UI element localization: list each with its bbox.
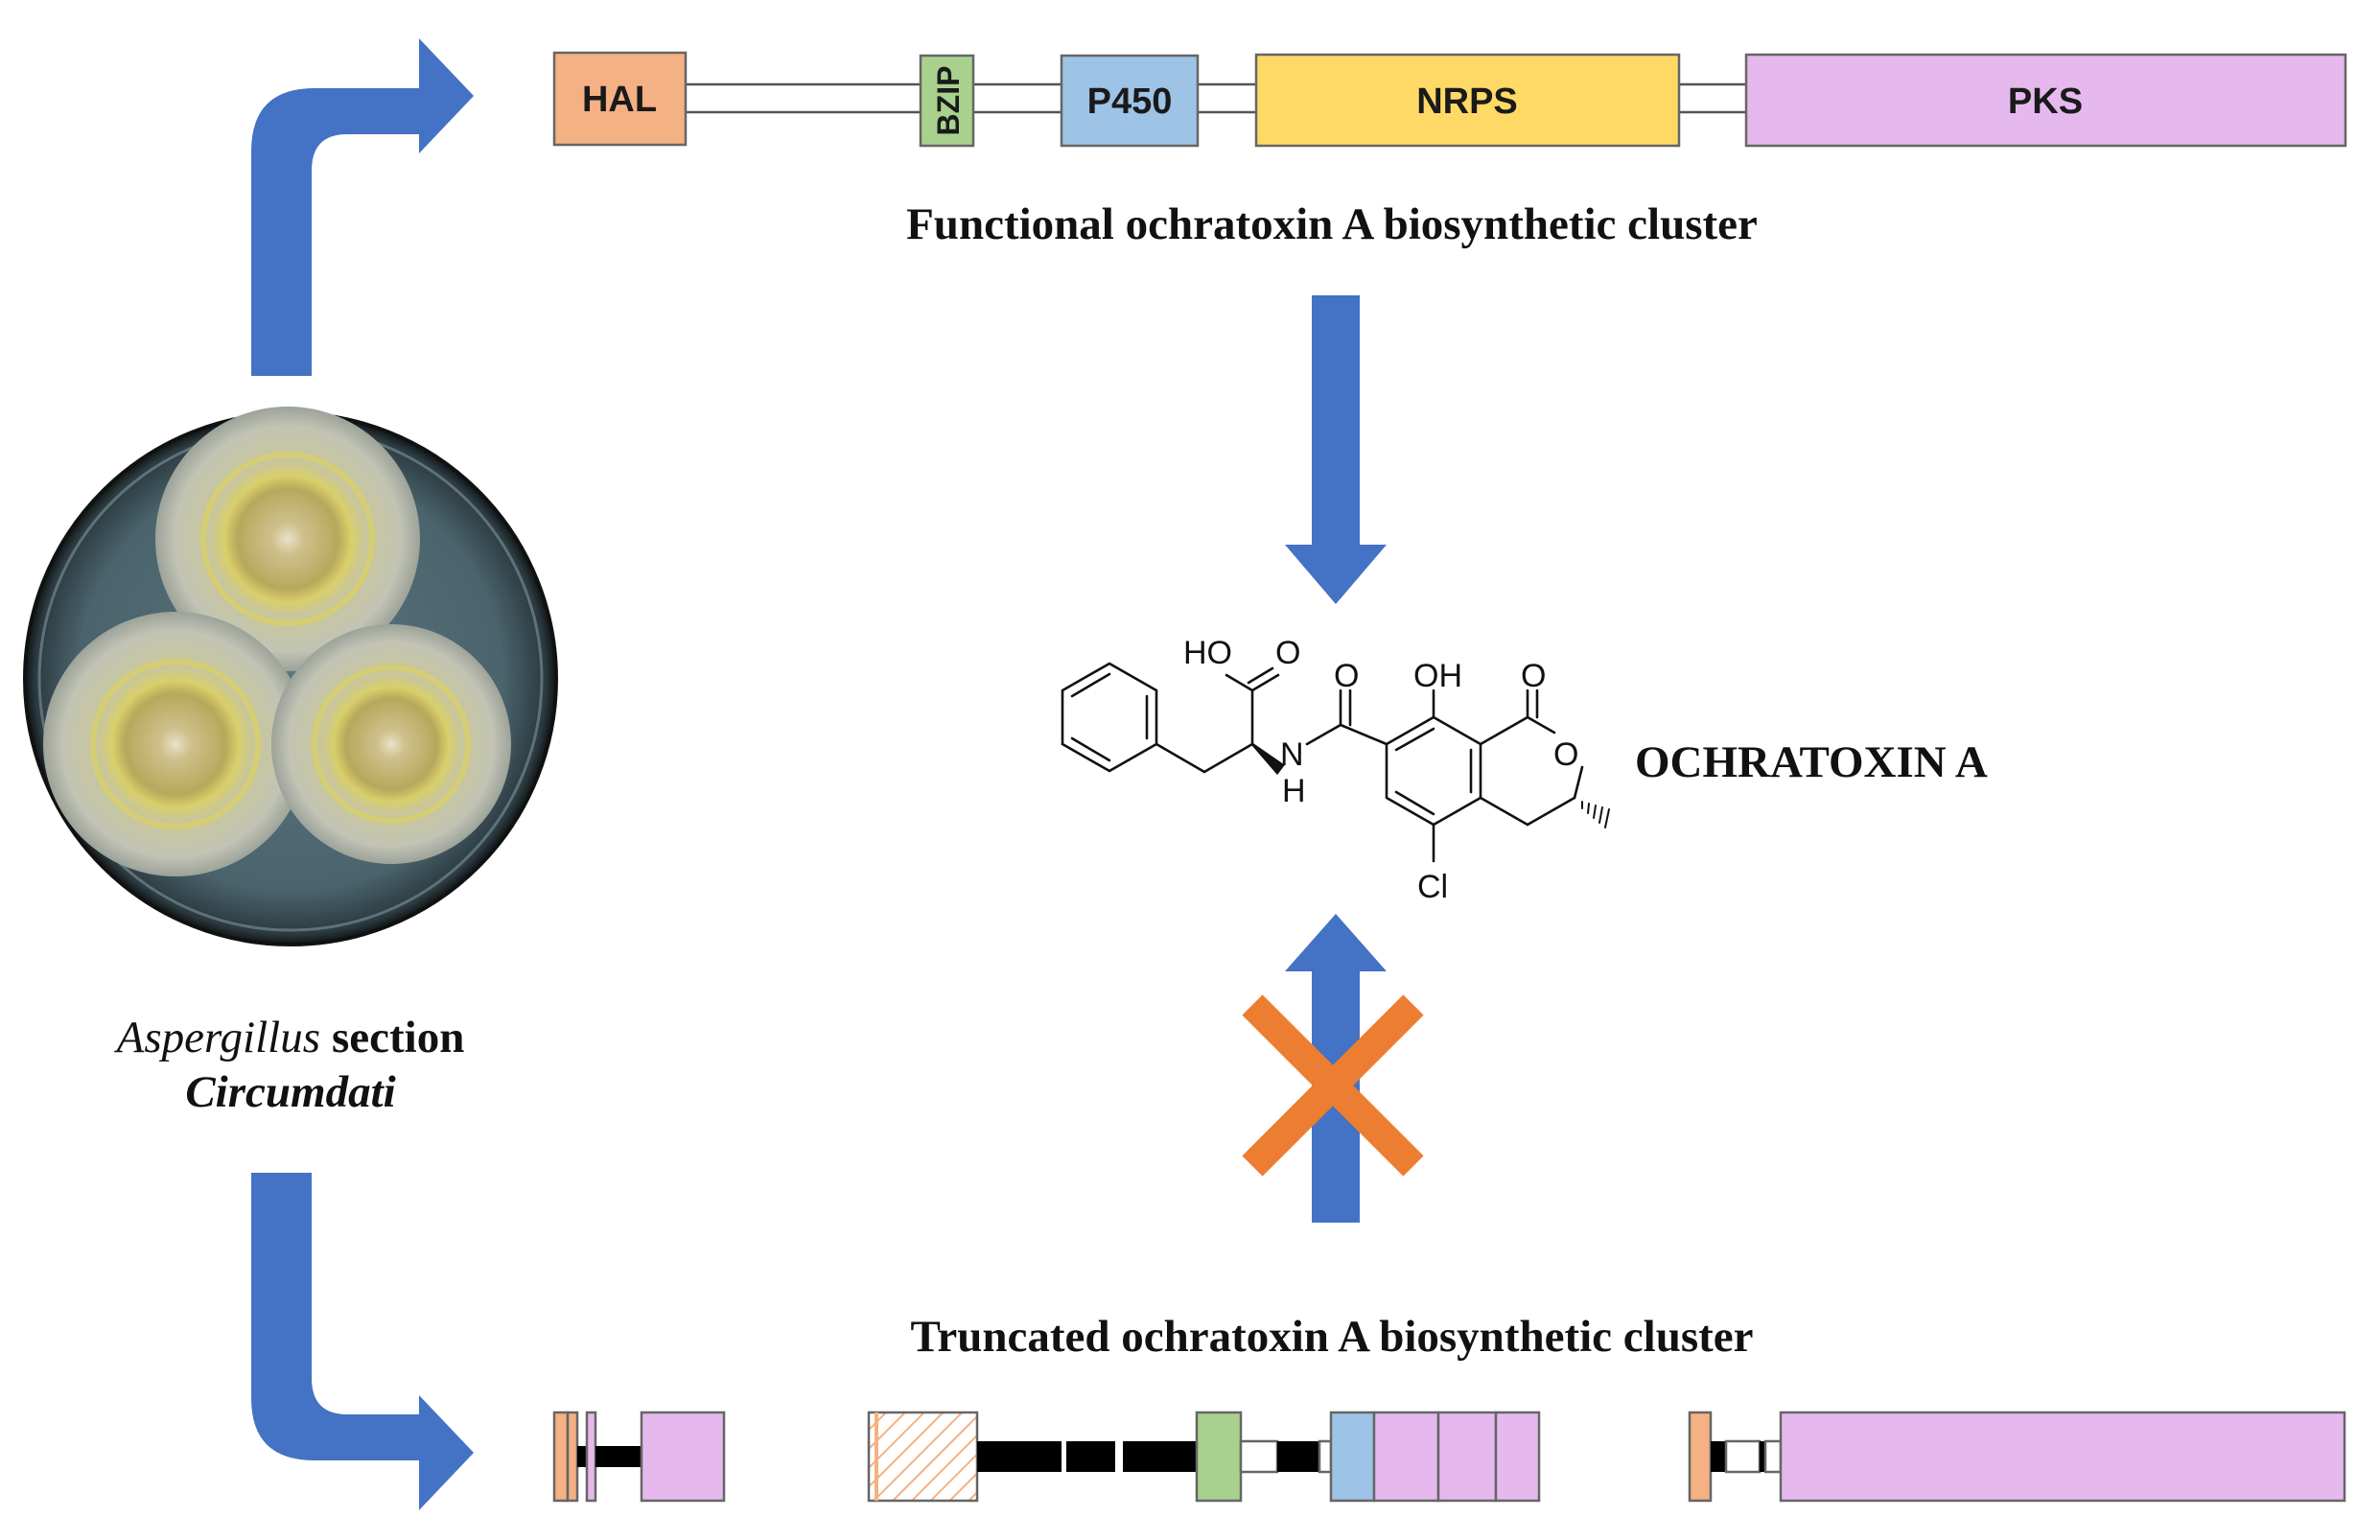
- down-arrow: [1285, 295, 1387, 604]
- truncated-fragment-2: [867, 1411, 1541, 1503]
- gene-hal-label: HAL: [582, 80, 657, 120]
- ochratoxin-a-atom-labels: HO O O OH O O N H Cl: [1183, 635, 1578, 905]
- lower-bent-arrow: [251, 1173, 474, 1510]
- ochratoxin-a-structure: [1061, 662, 1610, 863]
- svg-text:Cl: Cl: [1417, 869, 1448, 905]
- gene-pks-label: PKS: [2008, 82, 2083, 122]
- gene-p450-label: P450: [1087, 82, 1173, 122]
- gene-nrps: [1254, 53, 1681, 148]
- svg-text:N: N: [1280, 736, 1304, 773]
- truncated-fragment-1: [552, 1411, 726, 1503]
- svg-text:O: O: [1334, 658, 1359, 694]
- fungal-colony: [271, 624, 511, 864]
- organism-section-name: Circumdati: [185, 1067, 395, 1117]
- svg-text:H: H: [1282, 773, 1306, 809]
- truncated-cluster: [552, 1411, 2346, 1503]
- svg-text:O: O: [1553, 736, 1578, 773]
- functional-cluster: HAL BZIP P450 NRPS PKS: [552, 51, 2347, 148]
- gene-hal: [552, 51, 688, 147]
- truncated-cluster-caption: Truncated ochratoxin A biosynthetic clus…: [910, 1312, 1753, 1362]
- gene-bzip: [919, 54, 975, 148]
- gene-pks: [1744, 53, 2347, 148]
- svg-text:O: O: [1275, 635, 1300, 671]
- truncated-fragment-3: [1688, 1411, 2346, 1503]
- svg-text:HO: HO: [1183, 635, 1232, 671]
- product-name: OCHRATOXIN A: [1635, 737, 1988, 787]
- fungal-colony: [43, 612, 308, 876]
- petri-dish-image: [23, 407, 558, 946]
- svg-text:O: O: [1521, 658, 1546, 694]
- gene-p450: [1060, 54, 1200, 148]
- blocked-cross-icon: [1242, 994, 1424, 1177]
- upper-bent-arrow: [251, 38, 474, 376]
- functional-cluster-caption: Functional ochratoxin A biosynthetic clu…: [906, 199, 1758, 249]
- gene-nrps-label: NRPS: [1416, 82, 1518, 122]
- organism-genus: Aspergillus: [114, 1013, 320, 1062]
- organism-section-word: section: [332, 1013, 464, 1062]
- gene-bzip-label: BZIP: [931, 66, 966, 136]
- svg-text:OH: OH: [1413, 658, 1462, 694]
- fungal-colony: [155, 407, 420, 671]
